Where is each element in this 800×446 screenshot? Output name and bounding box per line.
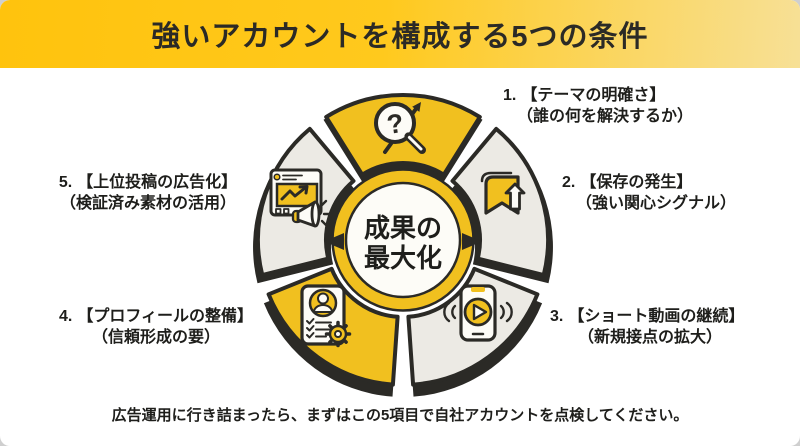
item-5-label: 5.【上位投稿の広告化】 （検証済み素材の活用） bbox=[48, 172, 248, 214]
item-2-number: 2. bbox=[562, 174, 576, 191]
wheel-center-circle bbox=[344, 181, 462, 299]
item-5-number: 5. bbox=[58, 174, 73, 191]
item-5-title: 【上位投稿の広告化】 bbox=[77, 174, 238, 191]
item-4-subtitle: （信頼形成の要） bbox=[91, 329, 220, 346]
post-megaphone-icon bbox=[269, 168, 331, 228]
item-4-number: 4. bbox=[58, 308, 73, 325]
item-1-label: 1.【テーマの明確さ】 （誰の何を解決するか） bbox=[503, 85, 693, 127]
item-4-title: 【プロフィールの整備】 bbox=[77, 308, 254, 325]
right-pointer-wedge bbox=[462, 233, 482, 250]
item-3-label: 3.【ショート動画の継続】 （新規接点の拡大） bbox=[550, 306, 744, 348]
page-title: 強いアカウントを構成する5つの条件 bbox=[151, 21, 649, 53]
item-5-subtitle: （検証済み素材の活用） bbox=[59, 195, 236, 212]
item-2-title: 【保存の発生】 bbox=[580, 174, 693, 191]
megaphone bbox=[291, 199, 331, 228]
phone-play-icon bbox=[443, 284, 513, 342]
item-4-label: 4.【プロフィールの整備】 （信頼形成の要） bbox=[52, 306, 260, 348]
item-1-number: 1. bbox=[503, 87, 517, 104]
profile-card-gear-icon bbox=[300, 284, 352, 348]
item-3-subtitle: （新規接点の拡大） bbox=[578, 329, 723, 346]
item-2-subtitle: （強い関心シグナル） bbox=[576, 195, 737, 212]
item-2-label: 2.【保存の発生】 （強い関心シグナル） bbox=[562, 172, 736, 214]
wheel-center-label-line2: 最大化 bbox=[364, 243, 442, 273]
header-banner: 強いアカウントを構成する5つの条件 bbox=[0, 0, 800, 68]
left-pointer-wedge bbox=[324, 233, 344, 250]
bookmark-save-icon bbox=[480, 171, 526, 215]
footer-note: 広告運用に行き詰まったら、まずはこの5項目で自社アカウントを点検してください。 bbox=[111, 407, 689, 424]
wheel-center-label-line1: 成果の bbox=[364, 213, 442, 243]
svg-text:?: ? bbox=[385, 108, 406, 140]
item-3-title: 【ショート動画の継続】 bbox=[568, 308, 745, 325]
item-3-number: 3. bbox=[550, 308, 564, 325]
item-1-title: 【テーマの明確さ】 bbox=[521, 87, 666, 104]
item-1-subtitle: （誰の何を解決するか） bbox=[517, 108, 694, 125]
magnifier-question-icon: ? bbox=[374, 102, 426, 154]
